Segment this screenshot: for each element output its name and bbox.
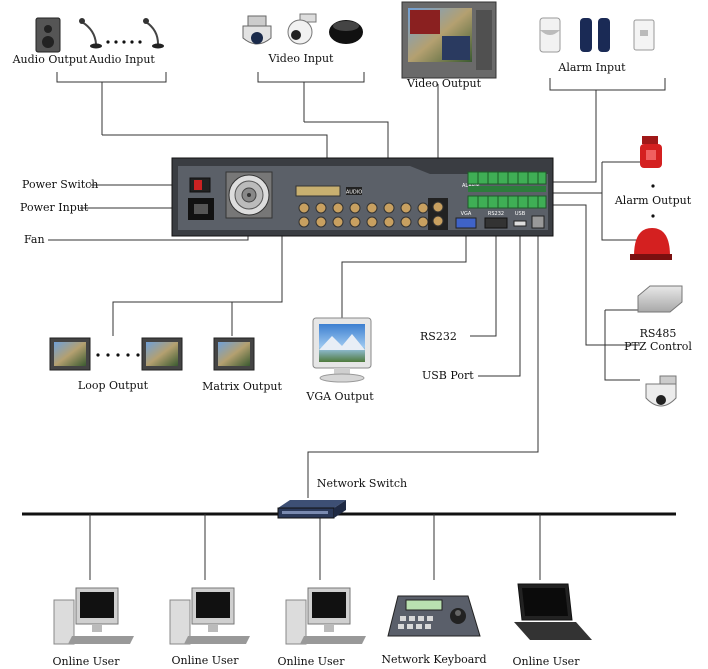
video-out-connector-icon [428, 198, 448, 230]
audio-input-label: Audio Input [89, 53, 155, 66]
ptz-control-label: PTZ Control [624, 340, 692, 353]
fan-icon [225, 171, 273, 219]
loop-output-label: Loop Output [77, 379, 149, 392]
usb-tag: USB [515, 211, 526, 217]
network-keyboard-label: Network Keyboard [381, 653, 487, 666]
vga-output-label: VGA Output [306, 390, 374, 403]
network-switch-icon [277, 500, 346, 519]
speed-dome-camera-icon [242, 15, 272, 45]
power-input-label: Power Input [20, 201, 89, 214]
vga-monitor-icon [312, 317, 372, 383]
beam-detector-icon [580, 18, 610, 52]
ptz-decoder-icon [637, 285, 683, 313]
dvr-rear-panel: AUDIO VGA RS232 USB ALARM [171, 157, 554, 237]
audio-output-label: Audio Output [12, 53, 88, 66]
ellipsis-icon [651, 184, 655, 218]
alarm-input-label: Alarm Input [558, 61, 626, 74]
fan-label: Fan [24, 233, 45, 246]
monitor-icon [141, 337, 183, 371]
matrix-output-label: Matrix Output [202, 380, 282, 393]
rs232-label: RS232 [420, 330, 457, 343]
vga-port-icon: VGA [455, 211, 477, 229]
beacon-light-icon [630, 228, 672, 260]
power-socket-icon [188, 198, 214, 220]
rs485-label: RS485 [639, 327, 677, 340]
ellipsis-icon [106, 40, 142, 44]
usb-port-icon: USB [513, 211, 527, 227]
power-switch-icon [189, 177, 211, 193]
desktop-pc-icon [53, 587, 134, 645]
online-user-label-3: Online User [277, 655, 345, 668]
microphone-icon [79, 18, 102, 49]
power-switch-label: Power Switch [22, 178, 99, 191]
rs232-tag: RS232 [488, 211, 504, 217]
monitor-icon [213, 337, 255, 371]
rs232-port-icon: RS232 [484, 211, 508, 229]
pir-sensor-icon [539, 17, 561, 53]
ptz-camera-icon [287, 13, 317, 45]
network-port-icon [531, 215, 545, 229]
smoke-detector-icon [633, 19, 655, 51]
monitor-icon [49, 337, 91, 371]
alarm-output-label: Alarm Output [614, 194, 692, 207]
dome-camera-icon [329, 20, 363, 44]
speaker-icon [35, 17, 61, 53]
network-keyboard-icon [387, 595, 481, 637]
video-input-label: Video Input [268, 52, 334, 65]
online-user-label-2: Online User [171, 654, 239, 667]
desktop-pc-icon [169, 587, 250, 645]
online-user-label-4: Online User [512, 655, 580, 668]
audio-connector-icon: AUDIO [295, 185, 362, 197]
microphone-icon [143, 18, 164, 49]
audio-tag: AUDIO [346, 190, 362, 196]
video-output-label: Video Output [406, 77, 482, 90]
alarm-terminal-block: ALARM [462, 171, 547, 209]
bnc-connector-row [298, 202, 429, 228]
strobe-siren-icon [640, 136, 662, 168]
online-user-label-1: Online User [52, 655, 120, 668]
ptz-camera-icon [645, 375, 677, 407]
vga-tag: VGA [461, 211, 472, 217]
desktop-pc-icon [285, 587, 366, 645]
network-switch-label: Network Switch [316, 477, 408, 490]
crt-monitor-icon [401, 1, 497, 79]
connection-lines [22, 72, 676, 580]
ellipsis-icon [96, 353, 140, 357]
usb-port-label: USB Port [422, 369, 474, 382]
laptop-icon [514, 583, 592, 640]
